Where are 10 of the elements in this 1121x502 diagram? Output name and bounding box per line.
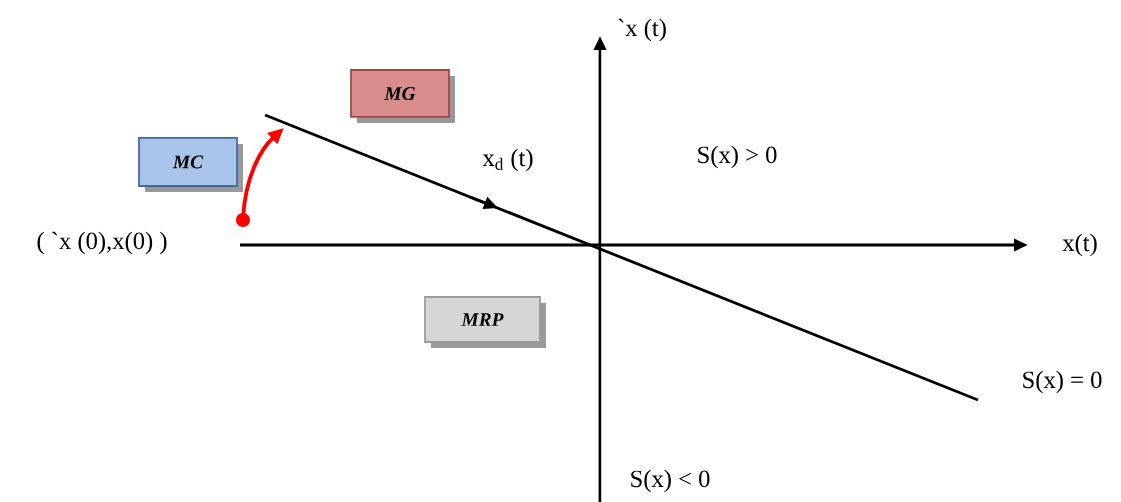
- curve-label: x$_{d}$ (t): [482, 148, 533, 172]
- process-box: MC: [138, 137, 243, 192]
- axis-label: x(t): [1062, 233, 1097, 257]
- initial-point-label: ( `x (0),x(0) ): [37, 231, 167, 255]
- line-label: S(x) = 0: [1023, 370, 1102, 394]
- process-box: MG: [350, 69, 455, 123]
- process-box: MRP: [424, 296, 546, 348]
- region-label: S(x) < 0: [631, 469, 710, 493]
- region-label: S(x) > 0: [698, 145, 777, 169]
- axis-label: `x (t): [618, 18, 666, 42]
